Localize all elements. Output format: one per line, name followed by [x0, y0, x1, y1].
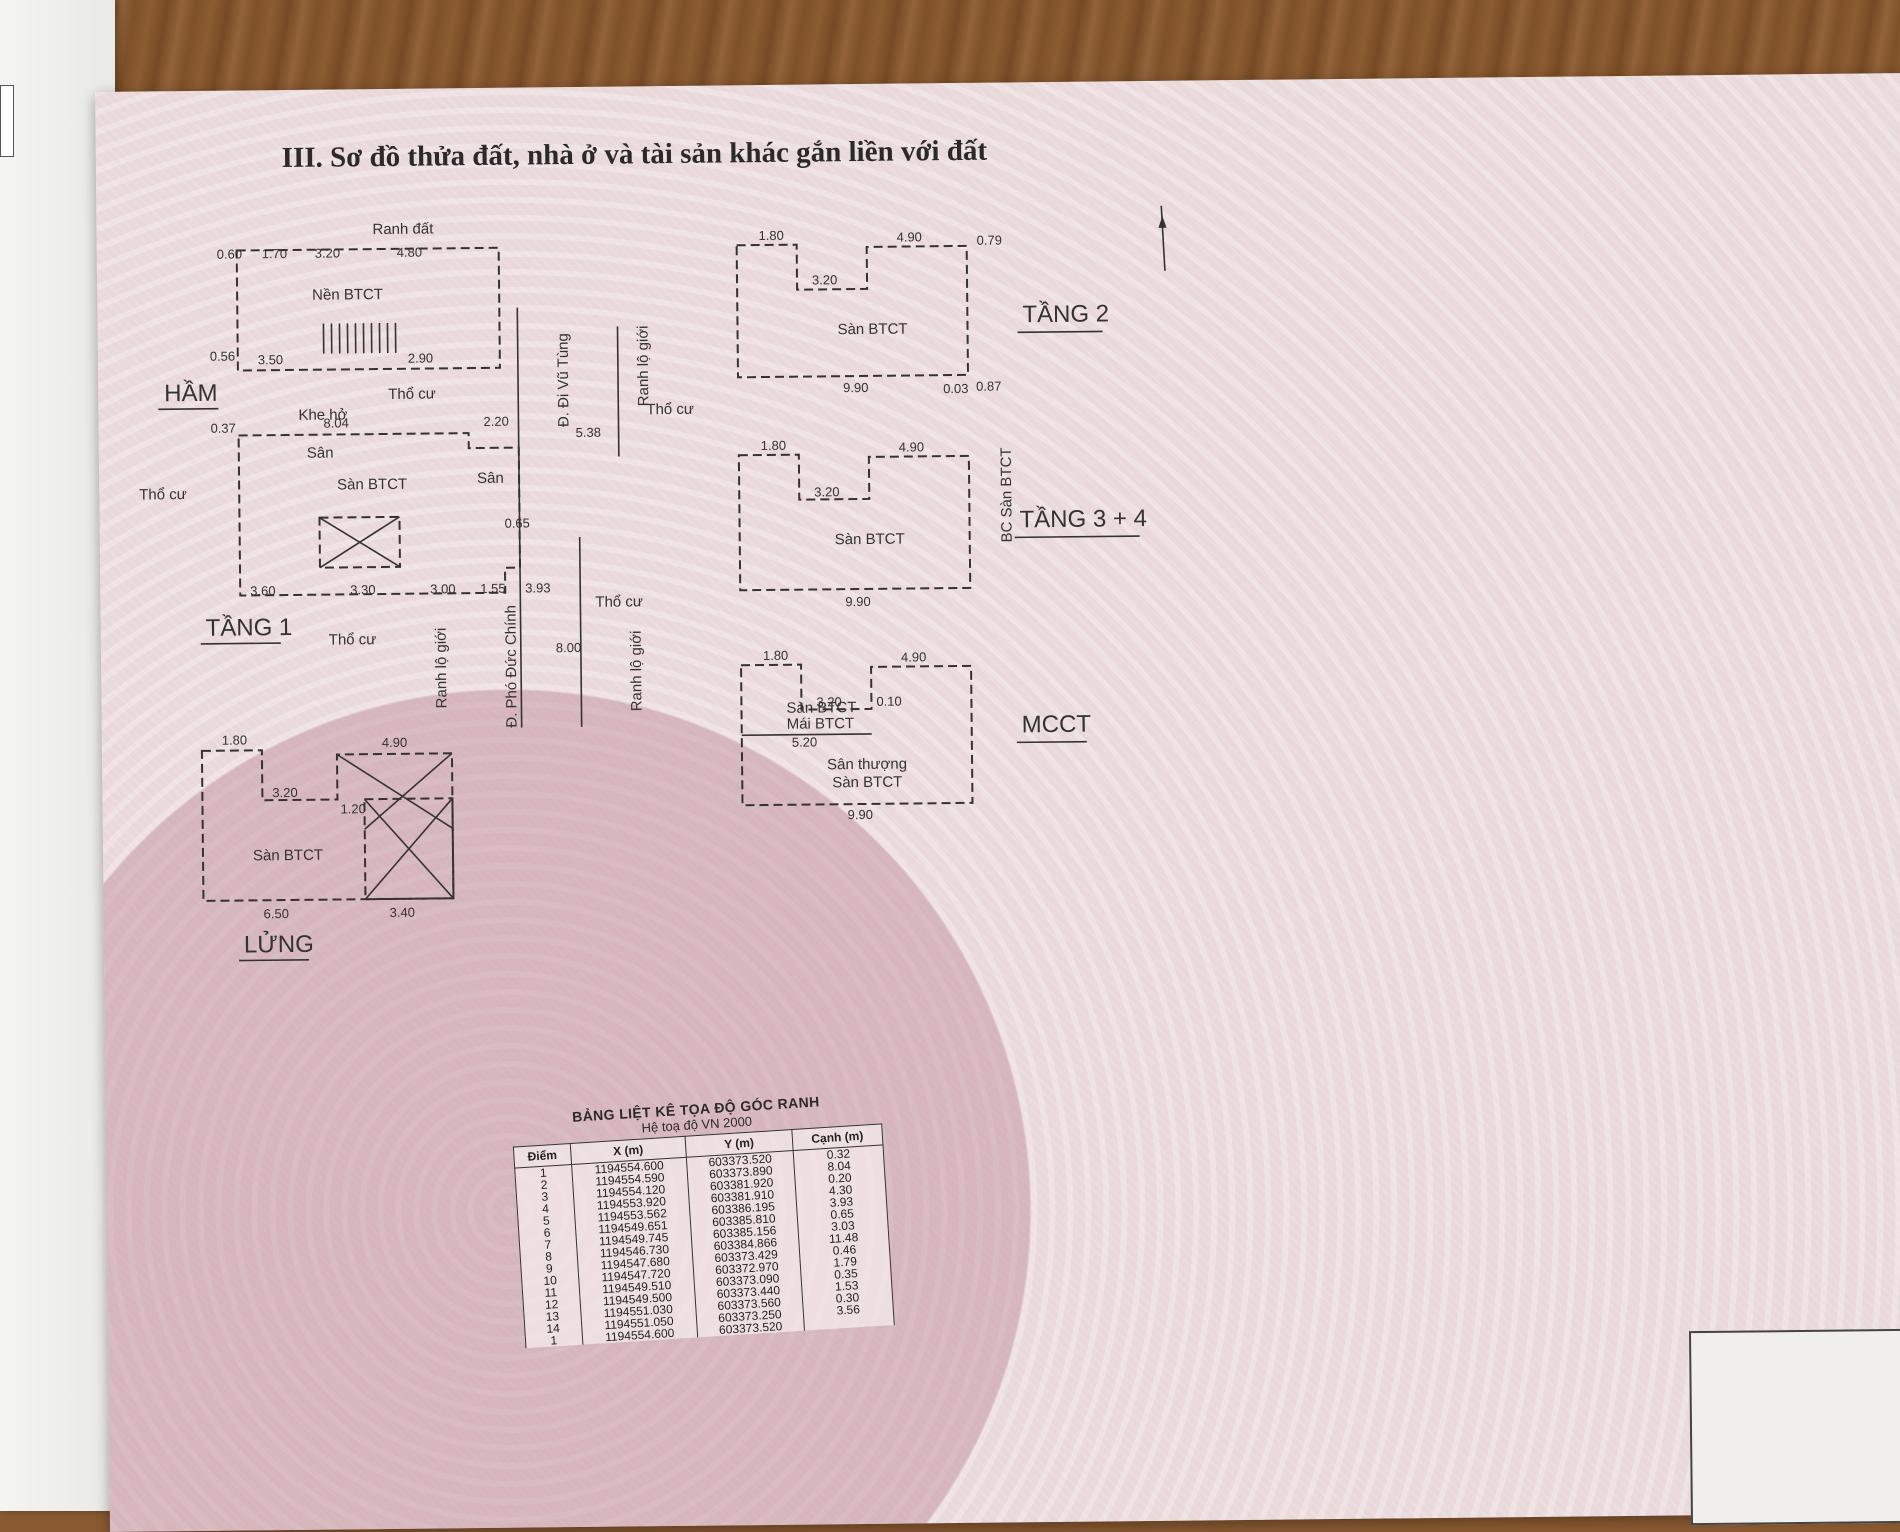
tho-cu-label-4: Thổ cư — [595, 593, 643, 610]
dim-label: 0.37 — [210, 421, 235, 436]
ham-floor-label: HẦM — [164, 379, 218, 408]
mai-btct-label: Mái BTCT — [787, 715, 855, 733]
dim-label: 0.65 — [504, 515, 529, 530]
tang1-outline — [239, 433, 521, 596]
dim-label: 3.93 — [525, 580, 550, 595]
dim-label: 1.80 — [758, 228, 783, 243]
tang1-san-btct-label: Sàn BTCT — [337, 476, 407, 494]
san-thuong-label: Sân thượng — [827, 756, 907, 774]
vu-tung-label: Đ. Đi Vũ Tùng — [555, 333, 573, 427]
tang2-floor-label: TẦNG 2 — [1022, 299, 1109, 328]
lung-san-btct-label: Sàn BTCT — [253, 847, 323, 865]
dim-label: 3.20 — [812, 272, 837, 287]
mcct-plan: 1.80 4.90 3.20 5.20 9.90 0.10 Sàn BTCT M… — [741, 645, 1092, 824]
dim-label: 9.90 — [845, 594, 870, 609]
north-arrow-icon — [1158, 206, 1167, 271]
pho-duc-chinh-label: Đ. Phó Đức Chính — [502, 605, 520, 728]
dim-label: 0.10 — [876, 694, 901, 709]
tang2-plan: 1.80 4.90 3.20 9.90 0.03 0.87 0.79 Sàn B… — [736, 224, 1109, 398]
dim-label: 0.87 — [976, 379, 1001, 394]
ranh-lo-gioi-label-2: Ranh lộ giới — [634, 325, 652, 406]
ranh-lo-gioi-label-1: Ranh lộ giới — [433, 628, 451, 709]
dim-label: 9.90 — [843, 380, 868, 395]
dim-label: 3.40 — [390, 905, 415, 920]
dim-label: 4.90 — [899, 439, 924, 454]
ranh-dat-label: Ranh đất — [372, 220, 434, 238]
tho-cu-label-2: Thổ cư — [139, 486, 187, 503]
lung-outline — [202, 748, 454, 901]
dim-label: 1.55 — [480, 581, 505, 596]
dim-label: 0.03 — [943, 381, 968, 396]
dim-label: 4.90 — [901, 649, 926, 664]
dim-label: 8.04 — [323, 415, 348, 430]
tang1-san-label-2: Sân — [477, 470, 504, 487]
dim-label: 8.00 — [556, 640, 581, 655]
dim-label: 0.56 — [210, 349, 235, 364]
dim-label: 1.80 — [761, 438, 786, 453]
san-thuong-btct-label: Sàn BTCT — [832, 774, 902, 792]
ham-stairs — [323, 323, 395, 354]
ham-nen-btct-label: Nền BTCT — [312, 286, 383, 304]
dim-label: 0.79 — [977, 233, 1002, 248]
tho-cu-label-3: Thổ cư — [329, 631, 377, 648]
coordinate-table: BẢNG LIỆT KÊ TỌA ĐỘ GÓC RANH Hệ toạ độ V… — [511, 1089, 895, 1348]
tho-cu-label-1: Thổ cư — [388, 385, 436, 402]
dim-label: 4.90 — [382, 735, 407, 750]
dim-label: 3.60 — [250, 583, 275, 598]
dim-label: 4.80 — [397, 245, 422, 260]
dim-label: 2.20 — [483, 414, 508, 429]
tang34-plan: 1.80 4.90 3.20 9.90 Sàn BTCT BC Sàn BTCT… — [739, 434, 1148, 610]
dim-label: 9.90 — [848, 807, 873, 822]
dim-label: 5.20 — [792, 734, 817, 749]
tang2-outline — [737, 243, 968, 377]
page-tab — [0, 85, 14, 157]
mcct-floor-label: MCCT — [1022, 711, 1092, 739]
lung-floor-label: LỬNG — [244, 929, 314, 959]
dim-label: 3.50 — [258, 352, 283, 367]
dim-label: 3.20 — [315, 245, 340, 260]
mcct-san-btct-label: Sàn BTCT — [786, 699, 856, 717]
dim-label: 3.30 — [350, 582, 375, 597]
ham-plan: Ranh đất Nền BTCT 1.70 3.20 4.80 0.60 3.… — [156, 220, 500, 410]
tang34-floor-label: TẦNG 3 + 4 — [1019, 504, 1147, 533]
floor-plan-drawing: Ranh đất Nền BTCT 1.70 3.20 4.80 0.60 3.… — [95, 73, 1900, 1532]
tang34-san-btct-label: Sàn BTCT — [835, 531, 905, 549]
certificate-page: III. Sơ đồ thửa đất, nhà ở và tài sản kh… — [95, 73, 1900, 1532]
tang1-floor-label: TẦNG 1 — [205, 613, 292, 642]
dim-label: 1.80 — [222, 732, 247, 747]
ranh-lo-gioi-label-3: Ranh lộ giới — [628, 631, 646, 712]
dim-label: 1.80 — [763, 648, 788, 663]
tang2-san-btct-label: Sàn BTCT — [837, 321, 907, 339]
dim-label: 3.00 — [430, 581, 455, 596]
tang1-san-label: Sân — [307, 445, 334, 462]
dim-label: 1.70 — [262, 246, 287, 261]
next-section-box — [1689, 1329, 1900, 1525]
dim-label: 6.50 — [264, 906, 289, 921]
bc-san-btct-label: BC Sàn BTCT — [998, 447, 1016, 542]
dim-label: 3.20 — [272, 785, 297, 800]
lung-plan: 1.80 4.90 3.20 1.20 6.50 3.40 Sàn BTCT L… — [202, 730, 454, 961]
dim-label: 0.60 — [217, 246, 242, 261]
tang34-outline — [739, 453, 970, 590]
tho-cu-label-5: Thổ cư — [646, 401, 694, 418]
dim-label: 5.38 — [576, 425, 601, 440]
dim-label: 4.90 — [896, 229, 921, 244]
dim-label: 1.20 — [340, 801, 365, 816]
dim-label: 3.20 — [814, 484, 839, 499]
dim-label: 2.90 — [408, 350, 433, 365]
